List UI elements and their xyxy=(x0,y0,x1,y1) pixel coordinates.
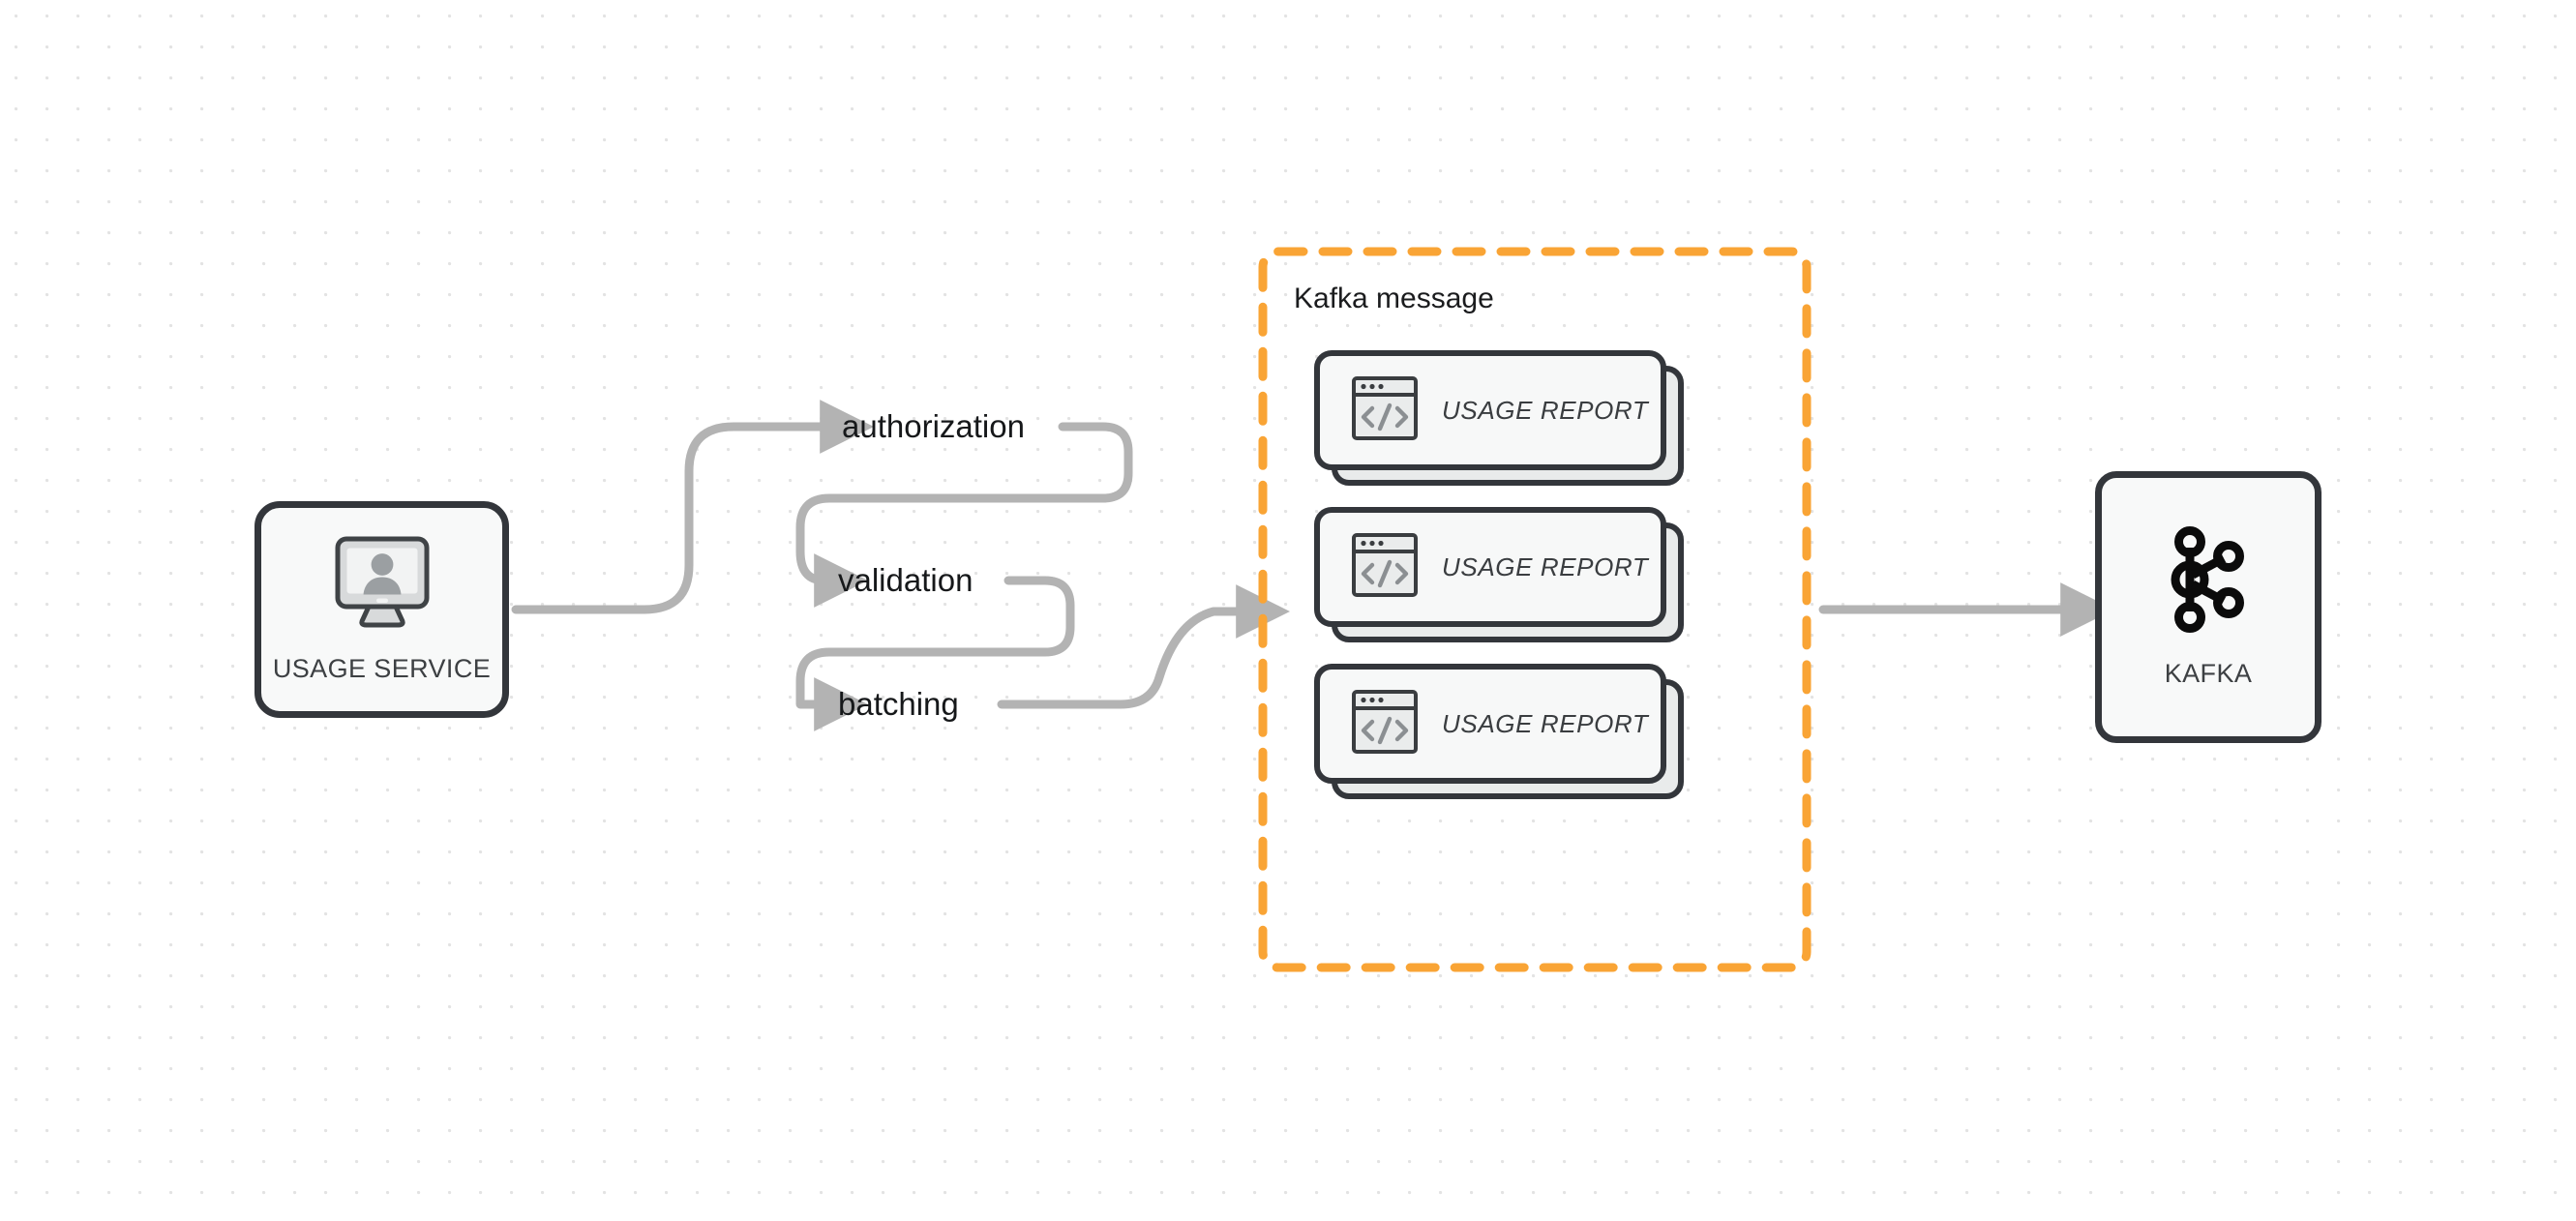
node-kafka[interactable]: KAFKA xyxy=(2095,471,2321,743)
card-face[interactable]: USAGE REPORT xyxy=(1314,350,1666,470)
node-usage-service-label: USAGE SERVICE xyxy=(272,654,492,683)
group-title: Kafka message xyxy=(1294,283,1494,314)
card-label: USAGE REPORT xyxy=(1442,551,1649,581)
card-label: USAGE REPORT xyxy=(1442,708,1649,738)
card-face[interactable]: USAGE REPORT xyxy=(1314,664,1666,784)
monitor-user-icon xyxy=(330,535,434,637)
usage-report-card[interactable]: USAGE REPORT xyxy=(1314,664,1684,799)
step-label-batching[interactable]: batching xyxy=(838,686,959,722)
kafka-logo-icon xyxy=(2164,525,2253,638)
card-label: USAGE REPORT xyxy=(1442,395,1649,425)
step-label-authorization[interactable]: authorization xyxy=(842,408,1025,444)
group-kafka-message[interactable]: Kafka message xyxy=(1258,247,1812,972)
usage-report-card[interactable]: USAGE REPORT xyxy=(1314,507,1684,642)
usage-report-card[interactable]: USAGE REPORT xyxy=(1314,350,1684,486)
step-label-validation[interactable]: validation xyxy=(838,562,973,598)
code-window-icon xyxy=(1351,375,1419,446)
wire-authorization-to-validation xyxy=(795,422,1133,608)
node-usage-service[interactable]: USAGE SERVICE xyxy=(255,501,509,718)
card-face[interactable]: USAGE REPORT xyxy=(1314,507,1666,627)
node-kafka-label: KAFKA xyxy=(2164,658,2253,688)
wire-service-to-authorization xyxy=(511,400,874,614)
code-window-icon xyxy=(1351,689,1419,759)
code-window-icon xyxy=(1351,532,1419,603)
wire-batching-to-kafka-message xyxy=(997,584,1290,709)
